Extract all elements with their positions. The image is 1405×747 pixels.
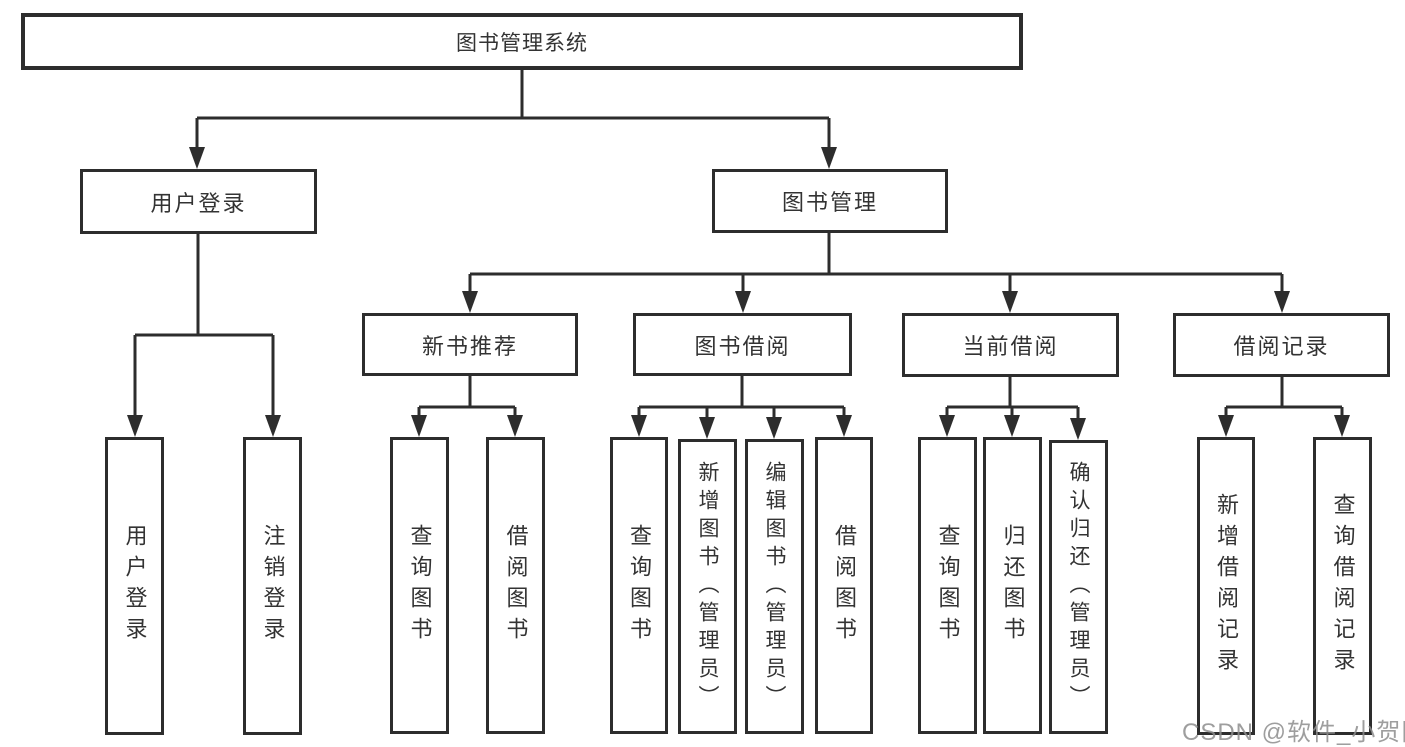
leaf-add-books-admin-label: 新增图书（管理员） bbox=[696, 460, 719, 713]
arrow-icon bbox=[1334, 415, 1350, 437]
leaf-add-borrow-record: 新增借阅记录 bbox=[1197, 437, 1255, 735]
node-user-login-label: 用户登录 bbox=[150, 190, 247, 216]
arrow-icon bbox=[462, 291, 478, 313]
leaf-borrow-books-1-label: 借阅图书 bbox=[503, 523, 529, 648]
leaf-query-books-1: 查询图书 bbox=[390, 437, 449, 734]
arrow-icon bbox=[735, 291, 751, 313]
leaf-confirm-return-admin-label: 确认归还（管理员） bbox=[1067, 461, 1090, 713]
arrow-icon bbox=[1274, 291, 1290, 313]
node-library-management-system: 图书管理系统 bbox=[21, 13, 1023, 70]
leaf-user-login-label: 用户登录 bbox=[122, 524, 148, 648]
leaf-add-books-admin: 新增图书（管理员） bbox=[678, 439, 737, 734]
arrow-icon bbox=[1218, 415, 1234, 437]
arrow-icon bbox=[127, 415, 143, 437]
arrow-icon bbox=[836, 415, 852, 437]
leaf-query-borrow-record: 查询借阅记录 bbox=[1313, 437, 1372, 735]
leaf-confirm-return-admin: 确认归还（管理员） bbox=[1049, 440, 1108, 734]
leaf-borrow-books-2: 借阅图书 bbox=[815, 437, 873, 734]
arrow-icon bbox=[1004, 415, 1020, 437]
tree-connector-path bbox=[133, 70, 1344, 421]
leaf-query-borrow-record-label: 查询借阅记录 bbox=[1330, 493, 1356, 679]
node-book-management: 图书管理 bbox=[712, 169, 948, 233]
leaf-query-books-1-label: 查询图书 bbox=[407, 523, 433, 648]
leaf-borrow-books-2-label: 借阅图书 bbox=[832, 523, 857, 648]
arrow-icon bbox=[1070, 418, 1086, 440]
leaf-logout-label: 注销登录 bbox=[260, 524, 286, 648]
leaf-return-books-label: 归还图书 bbox=[1000, 523, 1026, 648]
arrow-icon bbox=[507, 415, 523, 437]
arrow-icon bbox=[766, 417, 782, 439]
arrow-icon bbox=[699, 417, 715, 439]
node-book-borrowing-label: 图书借阅 bbox=[694, 333, 791, 359]
arrow-icon bbox=[631, 415, 647, 437]
leaf-query-books-3-label: 查询图书 bbox=[935, 523, 961, 648]
watermark: CSDN @软件_小贺同学 bbox=[1182, 719, 1405, 746]
leaf-query-books-3: 查询图书 bbox=[918, 437, 977, 734]
node-current-borrowing-label: 当前借阅 bbox=[962, 334, 1059, 359]
leaf-borrow-books-1: 借阅图书 bbox=[486, 437, 545, 734]
arrow-icon bbox=[1002, 291, 1018, 313]
node-new-book-recommendation-label: 新书推荐 bbox=[421, 333, 518, 359]
arrow-icon bbox=[411, 415, 427, 437]
node-book-borrowing: 图书借阅 bbox=[633, 313, 852, 376]
leaf-logout: 注销登录 bbox=[243, 437, 302, 735]
node-new-book-recommendation: 新书推荐 bbox=[362, 313, 578, 376]
leaf-query-books-2: 查询图书 bbox=[610, 437, 668, 734]
leaf-edit-books-admin: 编辑图书（管理员） bbox=[745, 439, 804, 734]
leaf-return-books: 归还图书 bbox=[983, 437, 1042, 734]
arrow-icon bbox=[189, 147, 205, 169]
leaf-query-books-2-label: 查询图书 bbox=[627, 523, 652, 648]
arrow-icon bbox=[939, 415, 955, 437]
leaf-user-login: 用户登录 bbox=[105, 437, 164, 735]
arrowhead-icons bbox=[127, 147, 1350, 440]
leaf-edit-books-admin-label: 编辑图书（管理员） bbox=[763, 460, 786, 713]
arrow-icon bbox=[821, 147, 837, 169]
node-borrowing-records: 借阅记录 bbox=[1173, 313, 1390, 377]
arrow-icon bbox=[265, 415, 281, 437]
leaf-add-borrow-record-label: 新增借阅记录 bbox=[1214, 493, 1239, 679]
node-user-login: 用户登录 bbox=[80, 169, 317, 234]
node-current-borrowing: 当前借阅 bbox=[902, 313, 1119, 377]
node-borrowing-records-label: 借阅记录 bbox=[1233, 334, 1330, 359]
node-library-management-system-label: 图书管理系统 bbox=[456, 31, 588, 55]
node-book-management-label: 图书管理 bbox=[781, 190, 878, 215]
